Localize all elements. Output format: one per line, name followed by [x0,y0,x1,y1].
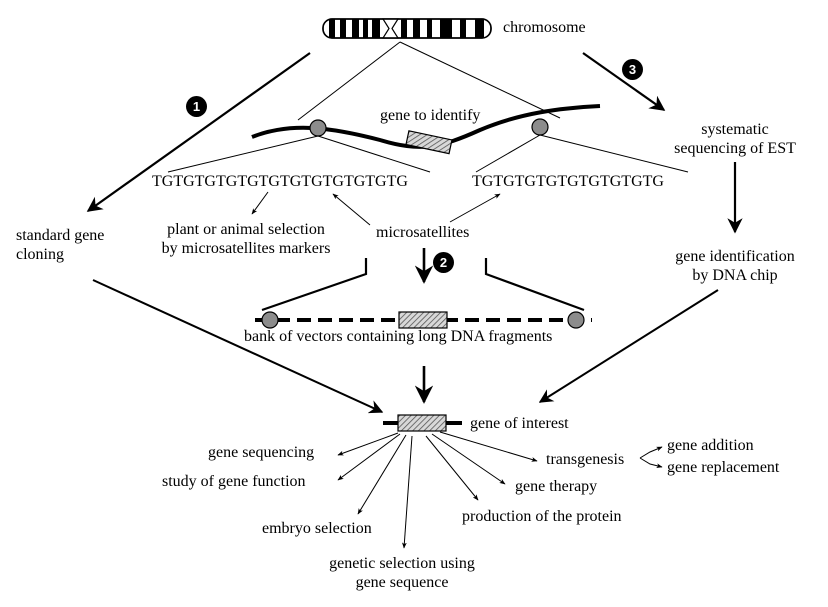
chromosome-label: chromosome [503,19,586,36]
zoom-line-right [399,41,561,119]
plant-selection-line1: plant or animal selection [167,221,325,238]
vector-marker-right [567,311,585,329]
microsatellite-sequence-right: TGTGTGTGTGTGTGTGTG [472,173,664,190]
vector-marker-left [261,311,279,329]
genetic-selection-line2: gene sequence [355,574,449,591]
microsatellites-label: microsatellites [376,224,470,241]
gene-therapy-label: gene therapy [515,478,598,495]
gene-addition-label: gene addition [667,437,754,454]
vector-gene-box [398,311,448,329]
embryo-selection-label: embryo selection [262,520,372,537]
systematic-line1: systematic [701,121,769,138]
arrow-cloning-to-gene [92,279,384,414]
microsatellite-sequence-left: TGTGTGTGTGTGTGTGTGTGTGTG [152,173,408,190]
seq-line-left-a [167,135,319,173]
arrow-to-embryo-selection [357,434,407,515]
standard-gene-cloning-label: standard gene cloning [16,226,104,264]
marker-left [309,119,327,137]
genetic-selection-label: genetic selection using gene sequence [310,554,494,592]
zoom-line-left [297,41,401,121]
arrow-to-transgenesis [439,431,538,462]
seq-line-right-b [539,134,689,173]
transgenesis-label: transgenesis [546,451,625,468]
production-of-protein-label: production of the protein [462,508,622,525]
arrow-chip-to-gene [538,289,719,403]
plant-selection-line2: by microsatellites markers [161,240,331,257]
seq-line-left-b [317,135,431,173]
arrow-micro-to-left-seq [332,193,371,226]
arrow-to-gene-replacement [639,457,663,469]
gene-to-identify-label: gene to identify [380,107,481,124]
bracket-right [484,258,585,312]
genetic-selection-line1: genetic selection using [329,555,475,572]
arrow-to-genetic-selection [401,435,413,549]
arrow-to-gene-therapy [431,433,506,485]
gene-of-interest-box [397,414,447,432]
seq-line-right-a [475,134,541,173]
study-of-gene-function-label: study of gene function [162,473,306,490]
chromosome-icon [322,18,492,39]
arrow-to-protein [425,435,479,501]
step-1-badge: 1 [186,96,207,117]
arrow-step3 [582,52,666,111]
plant-animal-selection-label: plant or animal selection by microsatell… [142,220,350,258]
gene-identification-label: gene identification by DNA chip [660,247,810,285]
standard-gene-cloning-line1: standard gene [16,227,105,244]
gene-identification-line1: gene identification [675,248,795,265]
arrow-step1 [86,52,311,212]
systematic-sequencing-label: systematic sequencing of EST [660,120,810,158]
bank-of-vectors-label: bank of vectors containing long DNA frag… [244,328,553,345]
marker-right [531,118,549,136]
step-2-badge: 2 [433,252,454,273]
step-3-badge: 3 [622,59,643,80]
systematic-line2: sequencing of EST [674,140,796,157]
arrow-seq-to-selection [251,191,269,215]
arrow-micro-to-right-seq [449,193,501,223]
gene-identification-line2: by DNA chip [692,267,778,284]
arrow-to-gene-function [337,433,401,481]
bracket-left [261,258,368,312]
gene-of-interest-label: gene of interest [470,415,569,432]
gene-sequencing-label: gene sequencing [208,444,315,461]
gene-replacement-label: gene replacement [667,459,780,476]
standard-gene-cloning-line2: cloning [16,246,64,263]
arrow-to-gene-addition [639,446,663,459]
arrow-to-gene-sequencing [337,432,399,456]
gene-to-identify-box [405,130,453,155]
